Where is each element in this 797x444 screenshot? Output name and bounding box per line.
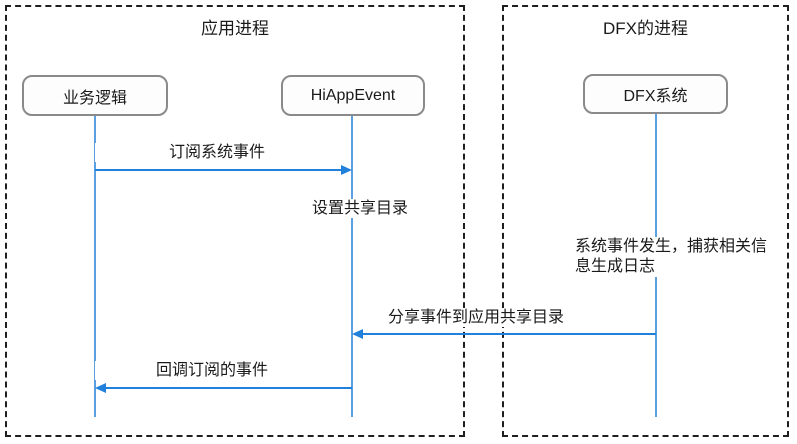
actor-dfx-system: DFX系统: [583, 74, 728, 114]
message-label-share-event-to-shared-directory: 分享事件到应用共享目录: [379, 308, 573, 327]
message-label-subscribe-system-events: 订阅系统事件: [95, 143, 339, 162]
arrowhead-left-icon: [352, 329, 363, 339]
message-line-subscribe-system-events: [95, 169, 343, 171]
lifeline-hiappevent: [351, 114, 353, 417]
message-label-callback-subscribed-events: 回调订阅的事件: [95, 361, 329, 380]
actor-hiappevent: HiAppEvent: [281, 75, 425, 116]
lifeline-business-logic: [94, 114, 96, 417]
message-line-callback-subscribed-events: [104, 387, 352, 389]
message-line-share-event-to-shared-directory: [361, 333, 656, 335]
actor-business-logic: 业务逻辑: [22, 75, 168, 116]
arrowhead-right-icon: [341, 165, 352, 175]
message-label-set-shared-directory: 设置共享目录: [303, 199, 417, 218]
frame-app-process: [5, 5, 465, 437]
arrowhead-left-icon: [95, 383, 106, 393]
frame-title-dfx-process: DFX的进程: [603, 19, 688, 38]
frame-title-app-process: 应用进程: [201, 19, 269, 38]
message-label-system-event-capture-log: 系统事件发生，捕获相关信息生成日志: [575, 237, 770, 277]
frame-dfx-process: [502, 5, 789, 437]
